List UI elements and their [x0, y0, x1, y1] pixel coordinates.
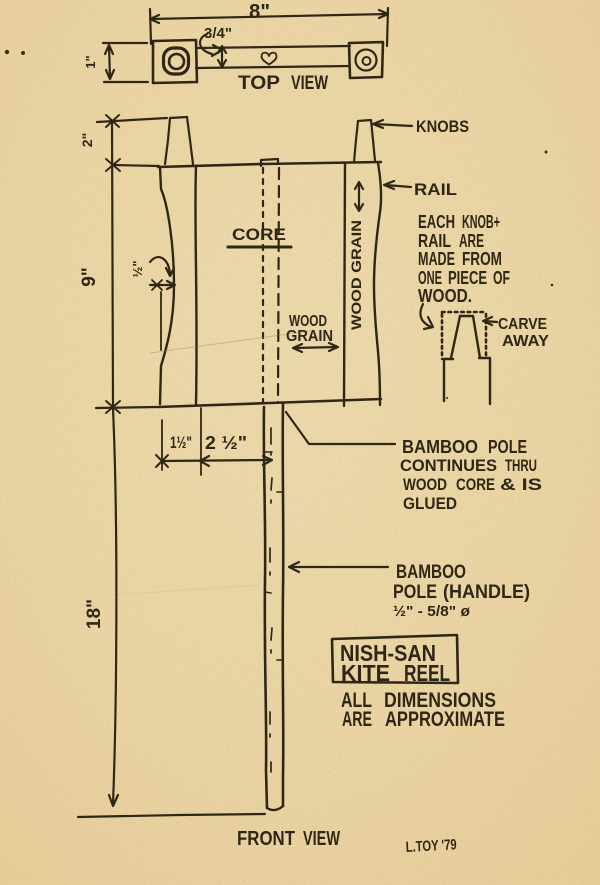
svg-text:GLUED: GLUED	[403, 494, 457, 513]
svg-text:CARVE: CARVE	[498, 316, 547, 333]
svg-text:DIMENSIONS: DIMENSIONS	[384, 689, 496, 712]
svg-text:CONTINUES: CONTINUES	[400, 456, 497, 475]
svg-text:(HANDLE): (HANDLE)	[443, 582, 530, 603]
svg-text:MADE: MADE	[418, 249, 455, 269]
svg-text:FRONT: FRONT	[237, 828, 295, 850]
svg-text:RAIL: RAIL	[414, 180, 457, 199]
svg-text:POLE: POLE	[488, 437, 527, 457]
svg-text:3/4": 3/4"	[204, 25, 232, 42]
svg-text:OF: OF	[493, 268, 510, 288]
svg-text:APPROXIMATE: APPROXIMATE	[385, 708, 505, 731]
svg-text:1½": 1½"	[170, 433, 192, 452]
svg-text:KNOBS: KNOBS	[416, 117, 469, 136]
svg-text:TOP: TOP	[238, 73, 280, 94]
svg-text:WOOD: WOOD	[403, 475, 447, 494]
svg-text:POLE: POLE	[393, 582, 437, 603]
svg-text:PIECE: PIECE	[448, 268, 487, 288]
svg-text:L.TOY '79: L.TOY '79	[405, 836, 457, 856]
svg-text:GRAIN: GRAIN	[286, 328, 333, 345]
svg-text:ALL: ALL	[341, 689, 372, 712]
svg-text:WOOD.: WOOD.	[418, 286, 472, 306]
svg-text:VIEW: VIEW	[291, 73, 328, 94]
svg-text:2 ½": 2 ½"	[205, 433, 247, 453]
svg-text:NISH-SAN: NISH-SAN	[340, 640, 436, 666]
svg-text:18": 18"	[84, 599, 105, 629]
svg-text:ARE: ARE	[342, 708, 372, 731]
svg-text:9": 9"	[79, 267, 100, 287]
svg-text:REEL: REEL	[404, 660, 450, 686]
svg-text:FROM: FROM	[462, 249, 502, 269]
svg-text:½" - 5/8" ø: ½" - 5/8" ø	[393, 603, 471, 620]
svg-text:AWAY: AWAY	[502, 333, 549, 350]
svg-text:½": ½"	[130, 260, 145, 277]
svg-text:2": 2"	[79, 133, 95, 147]
svg-text:WOOD: WOOD	[289, 313, 327, 330]
svg-text:RAIL: RAIL	[418, 231, 451, 251]
svg-text:CORE: CORE	[456, 475, 495, 494]
svg-text:& IS: & IS	[500, 475, 542, 494]
svg-text:BAMBOO: BAMBOO	[402, 437, 478, 457]
svg-text:ARE: ARE	[459, 231, 484, 251]
svg-text:ONE: ONE	[418, 268, 442, 288]
svg-text:EACH: EACH	[418, 212, 455, 232]
svg-text:8": 8"	[249, 1, 270, 23]
svg-text:BAMBOO: BAMBOO	[396, 562, 466, 583]
svg-text:KITE: KITE	[341, 660, 390, 686]
svg-text:THRU: THRU	[505, 456, 537, 475]
svg-text:KNOB+: KNOB+	[462, 212, 500, 232]
svg-text:VIEW: VIEW	[303, 828, 340, 850]
svg-text:WOOD GRAIN: WOOD GRAIN	[349, 220, 364, 330]
svg-text:CORE: CORE	[232, 225, 286, 244]
svg-text:1": 1"	[83, 55, 98, 68]
